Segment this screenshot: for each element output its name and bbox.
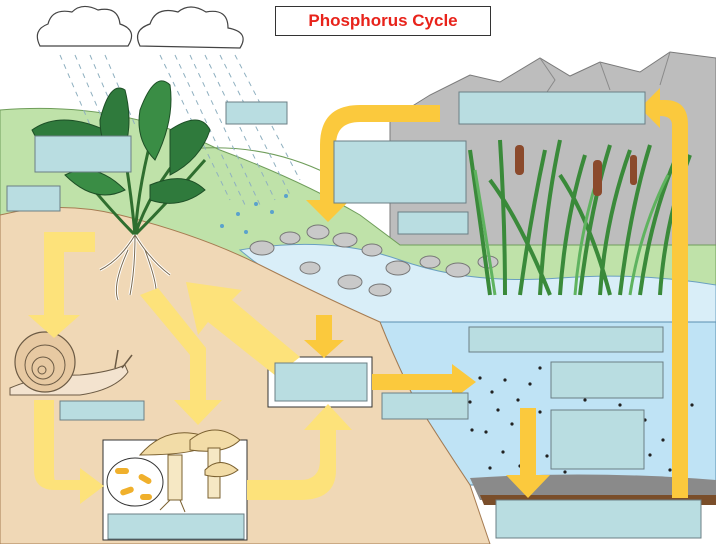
label-box-animals[interactable]: [59, 400, 145, 421]
label-box-aquatic[interactable]: [550, 409, 645, 470]
rock-icon: [249, 224, 499, 297]
page-title: Phosphorus Cycle: [308, 11, 458, 30]
label-box-sediment[interactable]: [495, 499, 702, 539]
label-boxes: [6, 91, 702, 540]
soil-cycle-arrows: [28, 212, 352, 504]
label-box-weathering[interactable]: [333, 140, 467, 204]
bacteria-icon: [106, 457, 164, 507]
label-box-rocks[interactable]: [458, 91, 646, 125]
label-box-rain[interactable]: [225, 101, 288, 125]
mushroom-icon: [138, 429, 241, 513]
water-cycle-arrows: [304, 88, 688, 498]
label-box-plant-uptake[interactable]: [6, 185, 61, 212]
title-box: Phosphorus Cycle: [275, 6, 491, 36]
label-box-decomposers[interactable]: [107, 513, 245, 540]
label-box-water[interactable]: [468, 326, 664, 353]
label-box-dissolved-phosphate[interactable]: [550, 361, 664, 399]
snail-icon: [9, 331, 133, 396]
rain-drops: [220, 194, 288, 234]
label-box-runoff[interactable]: [397, 211, 469, 235]
label-box-soil-phosphate[interactable]: [274, 362, 368, 402]
label-box-plant[interactable]: [34, 135, 132, 173]
label-box-leaching[interactable]: [381, 392, 469, 420]
cloud-icon: [36, 5, 244, 49]
cattail-icon: [468, 139, 692, 296]
